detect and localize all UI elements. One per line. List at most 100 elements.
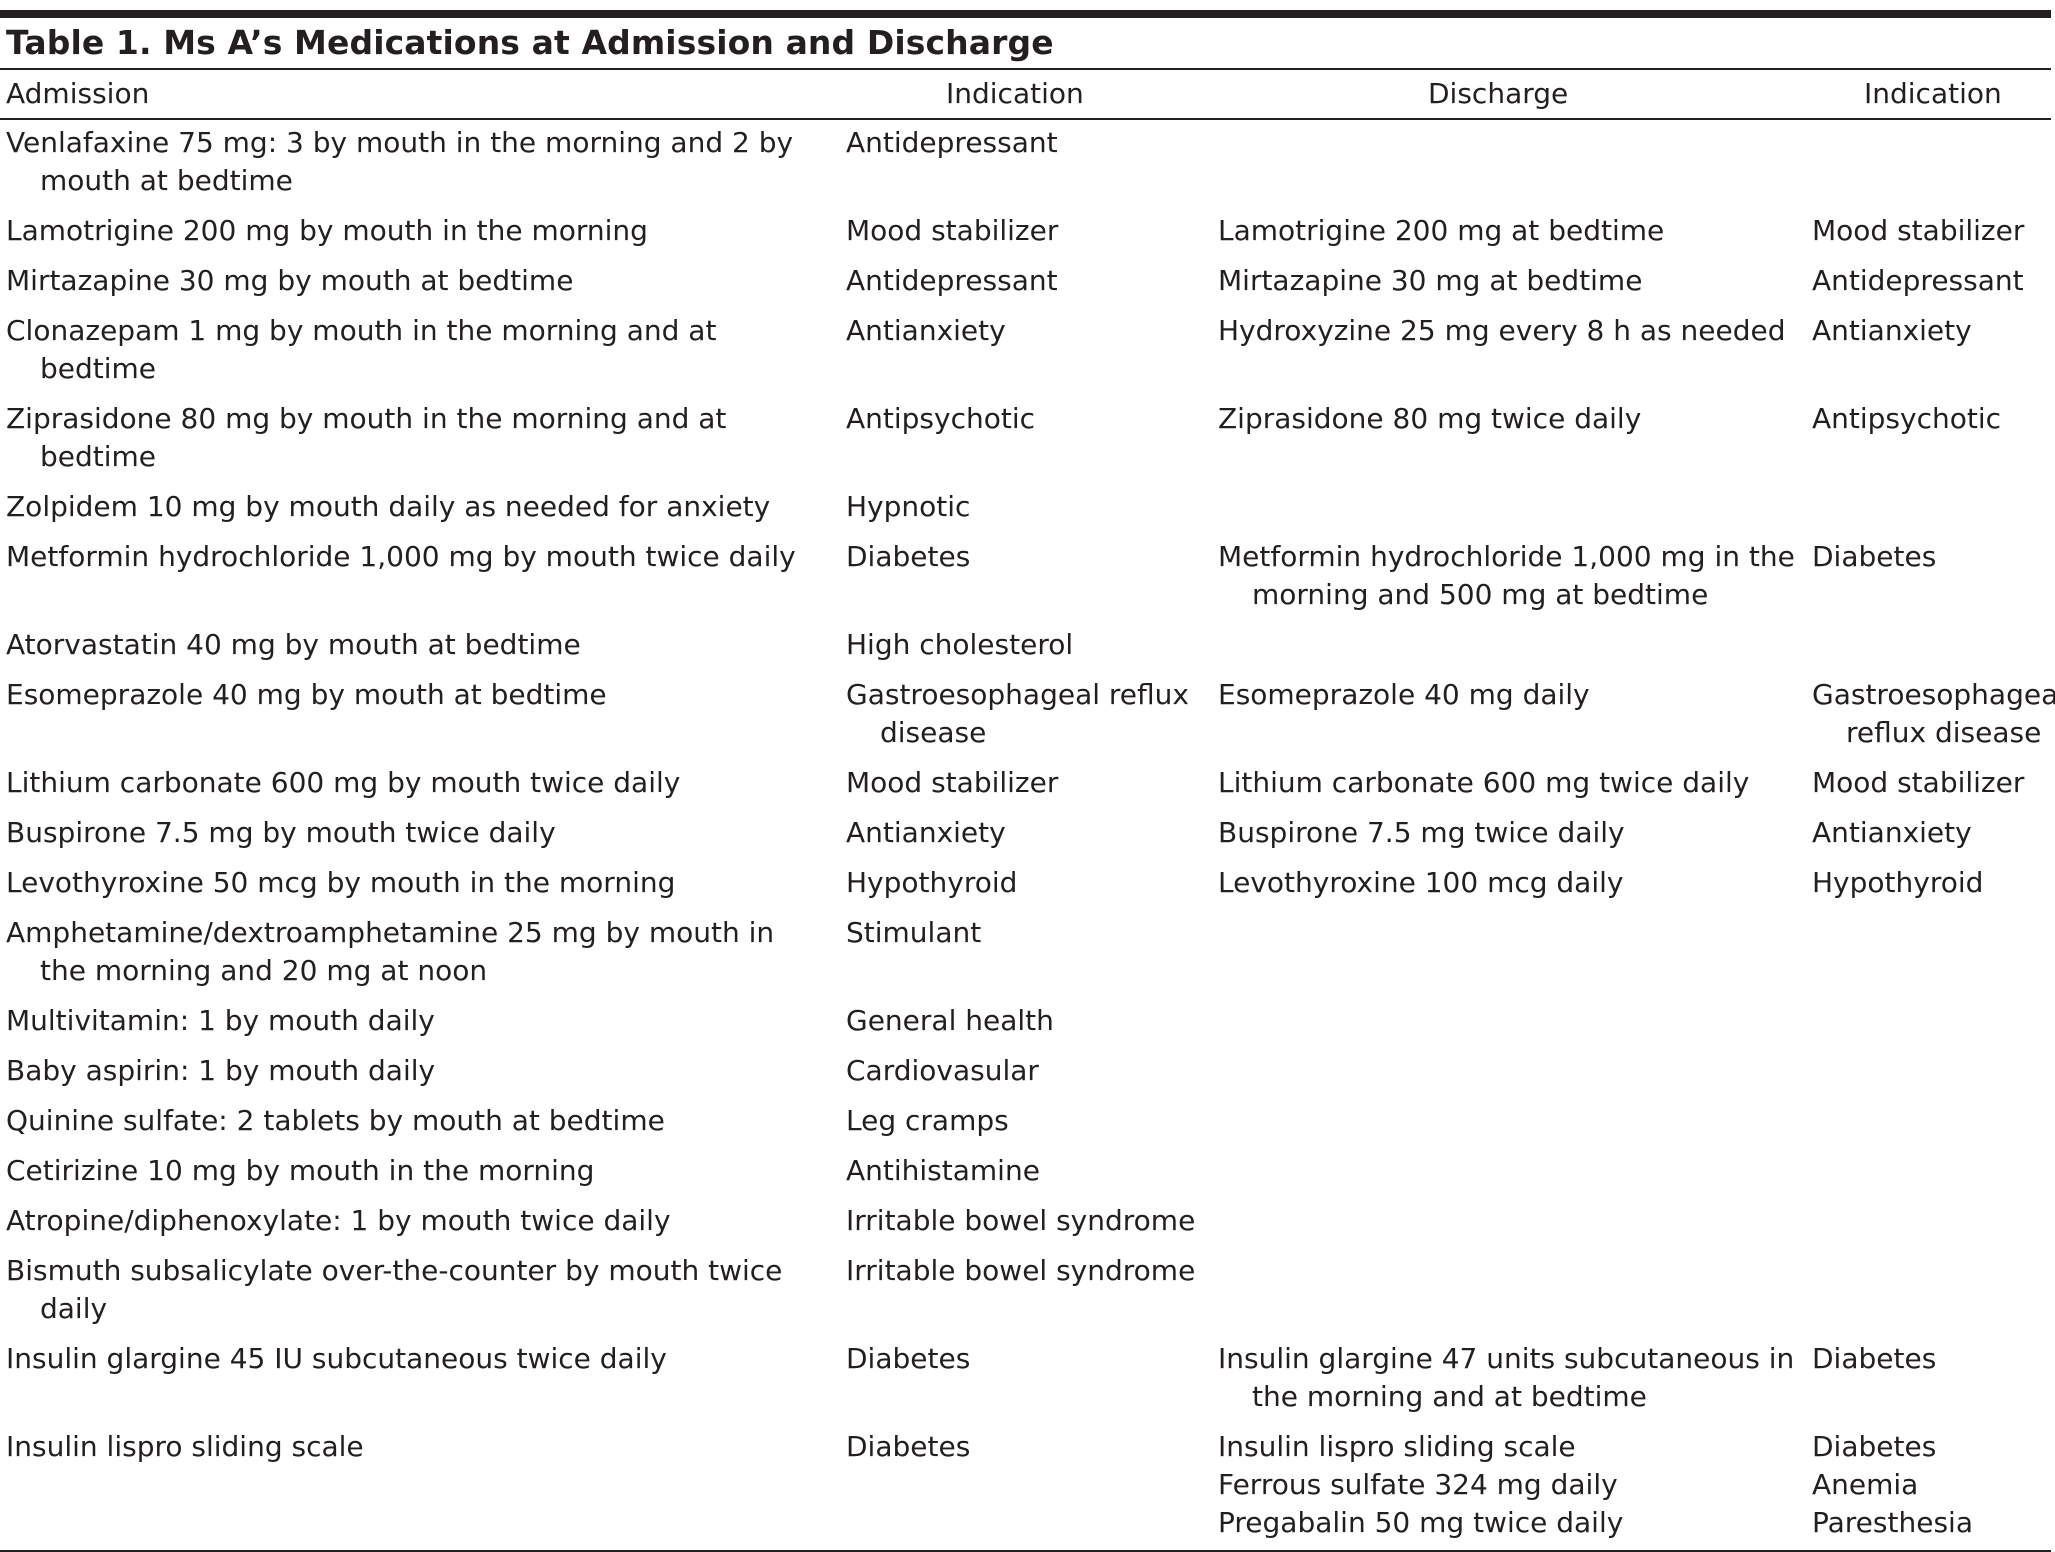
- admission-cell: Atropine/diphenoxylate: 1 by mouth twice…: [0, 1196, 846, 1246]
- discharge-indication-cell: [1812, 1246, 2051, 1334]
- discharge-indication-cell-text: Mood stabilizer: [1812, 766, 2025, 799]
- admission-indication-cell: Diabetes: [846, 532, 1218, 620]
- admission-cell-text: Mirtazapine 30 mg by mouth at bedtime: [6, 264, 574, 297]
- table-row: Venlafaxine 75 mg: 3 by mouth in the mor…: [0, 119, 2051, 206]
- admission-cell-text: Multivitamin: 1 by mouth daily: [6, 1004, 435, 1037]
- admission-indication-cell-text: Hypothyroid: [846, 866, 1018, 899]
- discharge-cell: Lithium carbonate 600 mg twice daily: [1218, 758, 1812, 808]
- header-discharge: Discharge: [1218, 70, 1812, 120]
- admission-cell-text: Levothyroxine 50 mcg by mouth in the mor…: [6, 866, 676, 899]
- discharge-cell: Metformin hydrochloride 1,000 mg in the …: [1218, 532, 1812, 620]
- discharge-indication-cell: Antidepressant: [1812, 256, 2051, 306]
- admission-cell: Buspirone 7.5 mg by mouth twice daily: [0, 808, 846, 858]
- discharge-indication-cell: [1812, 1196, 2051, 1246]
- admission-indication-cell: Mood stabilizer: [846, 758, 1218, 808]
- discharge-indication-cell: [1812, 908, 2051, 996]
- admission-cell: Zolpidem 10 mg by mouth daily as needed …: [0, 482, 846, 532]
- admission-cell-text: Buspirone 7.5 mg by mouth twice daily: [6, 816, 556, 849]
- admission-cell-text: Venlafaxine 75 mg: 3 by mouth in the mor…: [6, 126, 794, 197]
- admission-cell: Lithium carbonate 600 mg by mouth twice …: [0, 758, 846, 808]
- admission-indication-cell-text: Stimulant: [846, 916, 982, 949]
- admission-indication-cell: Antipsychotic: [846, 394, 1218, 482]
- admission-indication-cell: General health: [846, 996, 1218, 1046]
- admission-indication-cell-text: Antipsychotic: [846, 402, 1036, 435]
- discharge-cell: Ziprasidone 80 mg twice daily: [1218, 394, 1812, 482]
- discharge-cell: Buspirone 7.5 mg twice daily: [1218, 808, 1812, 858]
- discharge-cell: Insulin glargine 47 units subcutaneous i…: [1218, 1334, 1812, 1422]
- admission-cell-text: Clonazepam 1 mg by mouth in the morning …: [6, 314, 717, 385]
- admission-cell: Metformin hydrochloride 1,000 mg by mout…: [0, 532, 846, 620]
- top-rule: [0, 10, 2051, 18]
- admission-indication-cell-text: Antihistamine: [846, 1154, 1040, 1187]
- discharge-cell-text: Mirtazapine 30 mg at bedtime: [1218, 264, 1643, 297]
- admission-indication-cell: Antianxiety: [846, 808, 1218, 858]
- admission-indication-cell: Leg cramps: [846, 1096, 1218, 1146]
- discharge-indication-cell-text: Antianxiety: [1812, 816, 1972, 849]
- table-row: Lithium carbonate 600 mg by mouth twice …: [0, 758, 2051, 808]
- discharge-indication-cell-text: Diabetes: [1812, 1342, 1937, 1375]
- admission-cell: Insulin lispro sliding scale: [0, 1422, 846, 1550]
- admission-cell-text: Atropine/diphenoxylate: 1 by mouth twice…: [6, 1204, 671, 1237]
- admission-indication-cell: Stimulant: [846, 908, 1218, 996]
- table-row: Lamotrigine 200 mg by mouth in the morni…: [0, 206, 2051, 256]
- admission-cell-text: Cetirizine 10 mg by mouth in the morning: [6, 1154, 595, 1187]
- discharge-cell-text: Esomeprazole 40 mg daily: [1218, 678, 1590, 711]
- discharge-cell: Hydroxyzine 25 mg every 8 h as needed: [1218, 306, 1812, 394]
- discharge-cell-text: Lamotrigine 200 mg at bedtime: [1218, 214, 1665, 247]
- admission-indication-cell-text: Antidepressant: [846, 264, 1058, 297]
- admission-cell-text: Metformin hydrochloride 1,000 mg by mout…: [6, 540, 796, 573]
- admission-cell-text: Zolpidem 10 mg by mouth daily as needed …: [6, 490, 771, 523]
- discharge-indication-cell: Antipsychotic: [1812, 394, 2051, 482]
- admission-indication-cell-text: Gastroesophageal reflux disease: [846, 678, 1189, 749]
- admission-indication-cell: Diabetes: [846, 1334, 1218, 1422]
- discharge-cell: Levothyroxine 100 mcg daily: [1218, 858, 1812, 908]
- admission-indication-cell: Diabetes: [846, 1422, 1218, 1550]
- admission-cell: Quinine sulfate: 2 tablets by mouth at b…: [0, 1096, 846, 1146]
- admission-indication-cell-text: Antianxiety: [846, 314, 1006, 347]
- table-row: Metformin hydrochloride 1,000 mg by mout…: [0, 532, 2051, 620]
- admission-cell: Insulin glargine 45 IU subcutaneous twic…: [0, 1334, 846, 1422]
- discharge-indication-cell-text: Hypothyroid: [1812, 866, 1984, 899]
- admission-cell: Lamotrigine 200 mg by mouth in the morni…: [0, 206, 846, 256]
- table-row: Ziprasidone 80 mg by mouth in the mornin…: [0, 394, 2051, 482]
- discharge-indication-cell: Hypothyroid: [1812, 858, 2051, 908]
- admission-cell-text: Lithium carbonate 600 mg by mouth twice …: [6, 766, 681, 799]
- discharge-indication-cell: Mood stabilizer: [1812, 758, 2051, 808]
- admission-indication-cell-text: Diabetes: [846, 1430, 971, 1463]
- admission-cell: Levothyroxine 50 mcg by mouth in the mor…: [0, 858, 846, 908]
- discharge-indication-cell-text: Antidepressant: [1812, 264, 2024, 297]
- admission-indication-cell: High cholesterol: [846, 620, 1218, 670]
- header-admission: Admission: [0, 70, 846, 120]
- admission-cell: Multivitamin: 1 by mouth daily: [0, 996, 846, 1046]
- table-row: Insulin glargine 45 IU subcutaneous twic…: [0, 1334, 2051, 1422]
- table-row: Mirtazapine 30 mg by mouth at bedtime Ant…: [0, 256, 2051, 306]
- discharge-cell-text: Buspirone 7.5 mg twice daily: [1218, 816, 1625, 849]
- discharge-cell: [1218, 1096, 1812, 1146]
- admission-indication-cell-text: Cardiovasular: [846, 1054, 1039, 1087]
- admission-cell: Amphetamine/dextroamphetamine 25 mg by m…: [0, 908, 846, 996]
- header-row: Admission Indication Discharge Indicatio…: [0, 70, 2051, 120]
- discharge-indication-cell: [1812, 620, 2051, 670]
- admission-indication-cell: Cardiovasular: [846, 1046, 1218, 1096]
- admission-cell: Bismuth subsalicylate over-the-counter b…: [0, 1246, 846, 1334]
- discharge-cell-text: Ziprasidone 80 mg twice daily: [1218, 402, 1642, 435]
- discharge-cell-text: Insulin lispro sliding scale: [1218, 1430, 1576, 1463]
- admission-cell-text: Amphetamine/dextroamphetamine 25 mg by m…: [6, 916, 775, 987]
- admission-indication-cell-text: Antianxiety: [846, 816, 1006, 849]
- admission-cell: Cetirizine 10 mg by mouth in the morning: [0, 1146, 846, 1196]
- discharge-cell: [1218, 1196, 1812, 1246]
- discharge-indication-cell-text: Diabetes: [1812, 540, 1937, 573]
- admission-cell: Venlafaxine 75 mg: 3 by mouth in the mor…: [0, 119, 846, 206]
- discharge-indication-cell: Antianxiety: [1812, 306, 2051, 394]
- discharge-cell: [1218, 996, 1812, 1046]
- table-row: Bismuth subsalicylate over-the-counter b…: [0, 1246, 2051, 1334]
- discharge-indication-cell: Diabetes: [1812, 1334, 2051, 1422]
- discharge-indication-cell: [1812, 1046, 2051, 1096]
- discharge-cell-text: Lithium carbonate 600 mg twice daily: [1218, 766, 1750, 799]
- admission-indication-cell: Antidepressant: [846, 256, 1218, 306]
- table-body: Venlafaxine 75 mg: 3 by mouth in the mor…: [0, 119, 2055, 1550]
